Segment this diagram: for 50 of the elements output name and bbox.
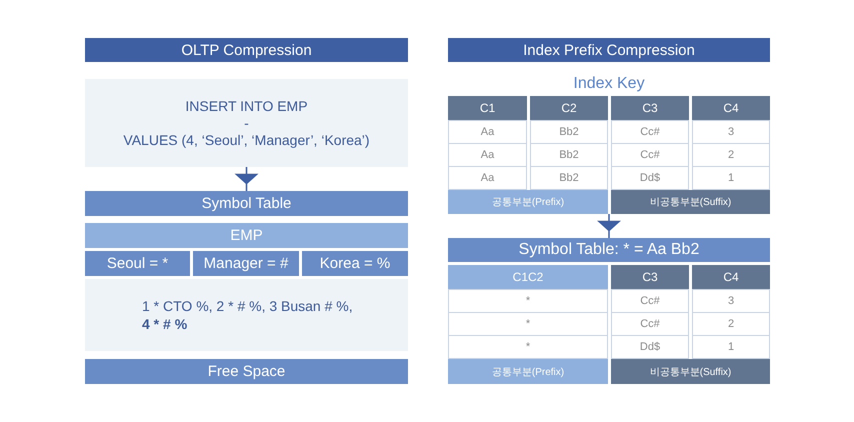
table-cell: Cc# bbox=[611, 289, 689, 313]
table-cell: Aa bbox=[448, 166, 527, 190]
table-header-cell: C1 bbox=[448, 96, 527, 120]
table-header-cell: C4 bbox=[692, 96, 770, 120]
table-cell: 3 bbox=[692, 120, 770, 144]
table-cell: 1 bbox=[692, 166, 770, 190]
symbol-table-bar: Symbol Table bbox=[85, 191, 408, 216]
separator-dash: - bbox=[244, 114, 249, 132]
table-cell: Aa bbox=[448, 120, 527, 144]
table-cell: Cc# bbox=[611, 120, 689, 144]
table-cell: 1 bbox=[692, 335, 770, 359]
symbol-table-bar: Symbol Table: * = Aa Bb2 bbox=[448, 238, 770, 262]
table-header-cell: C4 bbox=[692, 265, 770, 289]
table-footer-cell: 비공통부분(Suffix) bbox=[611, 190, 770, 214]
table-cell: 2 bbox=[692, 312, 770, 336]
table-cell: Bb2 bbox=[530, 166, 608, 190]
free-space-bar: Free Space bbox=[85, 359, 408, 384]
symbol-entry: Seoul = * bbox=[85, 251, 190, 276]
arrow bbox=[598, 213, 620, 239]
table-title: Index Key bbox=[573, 74, 645, 94]
table-cell: Aa bbox=[448, 143, 527, 167]
table-cell: * bbox=[448, 289, 608, 313]
row-data-text: 4 * # % bbox=[142, 315, 188, 333]
title-bar: OLTP Compression bbox=[85, 38, 408, 62]
table-name-bar: EMP bbox=[85, 223, 408, 248]
table-cell: * bbox=[448, 312, 608, 336]
table-cell: * bbox=[448, 335, 608, 359]
symbol-entry: Manager = # bbox=[193, 251, 299, 276]
query-text: VALUES (4, ‘Seoul’, ‘Manager’, ‘Korea’) bbox=[123, 132, 370, 148]
title-bar: Index Prefix Compression bbox=[448, 38, 770, 62]
row-data-text: 1 * CTO %, 2 * # %, 3 Busan # %, bbox=[142, 297, 353, 315]
table-footer-cell: 공통부분(Prefix) bbox=[448, 359, 608, 384]
query-text: INSERT INTO EMP bbox=[185, 98, 308, 114]
table-header-cell: C3 bbox=[611, 96, 689, 120]
table-footer-cell: 공통부분(Prefix) bbox=[448, 190, 608, 214]
table-cell: 3 bbox=[692, 289, 770, 313]
table-cell: Cc# bbox=[611, 312, 689, 336]
table-header-cell: C3 bbox=[611, 265, 689, 289]
symbol-entry: Korea = % bbox=[302, 251, 408, 276]
table-cell: Dd$ bbox=[611, 166, 689, 190]
arrow bbox=[236, 166, 258, 192]
table-cell: Bb2 bbox=[530, 120, 608, 144]
table-cell: Cc# bbox=[611, 143, 689, 167]
table-header-cell: C2 bbox=[530, 96, 608, 120]
table-cell: 2 bbox=[692, 143, 770, 167]
query-panel bbox=[85, 79, 408, 167]
table-header-cell: C1C2 bbox=[448, 265, 608, 289]
table-cell: Dd$ bbox=[611, 335, 689, 359]
table-footer-cell: 비공통부분(Suffix) bbox=[611, 359, 770, 384]
table-cell: Bb2 bbox=[530, 143, 608, 167]
